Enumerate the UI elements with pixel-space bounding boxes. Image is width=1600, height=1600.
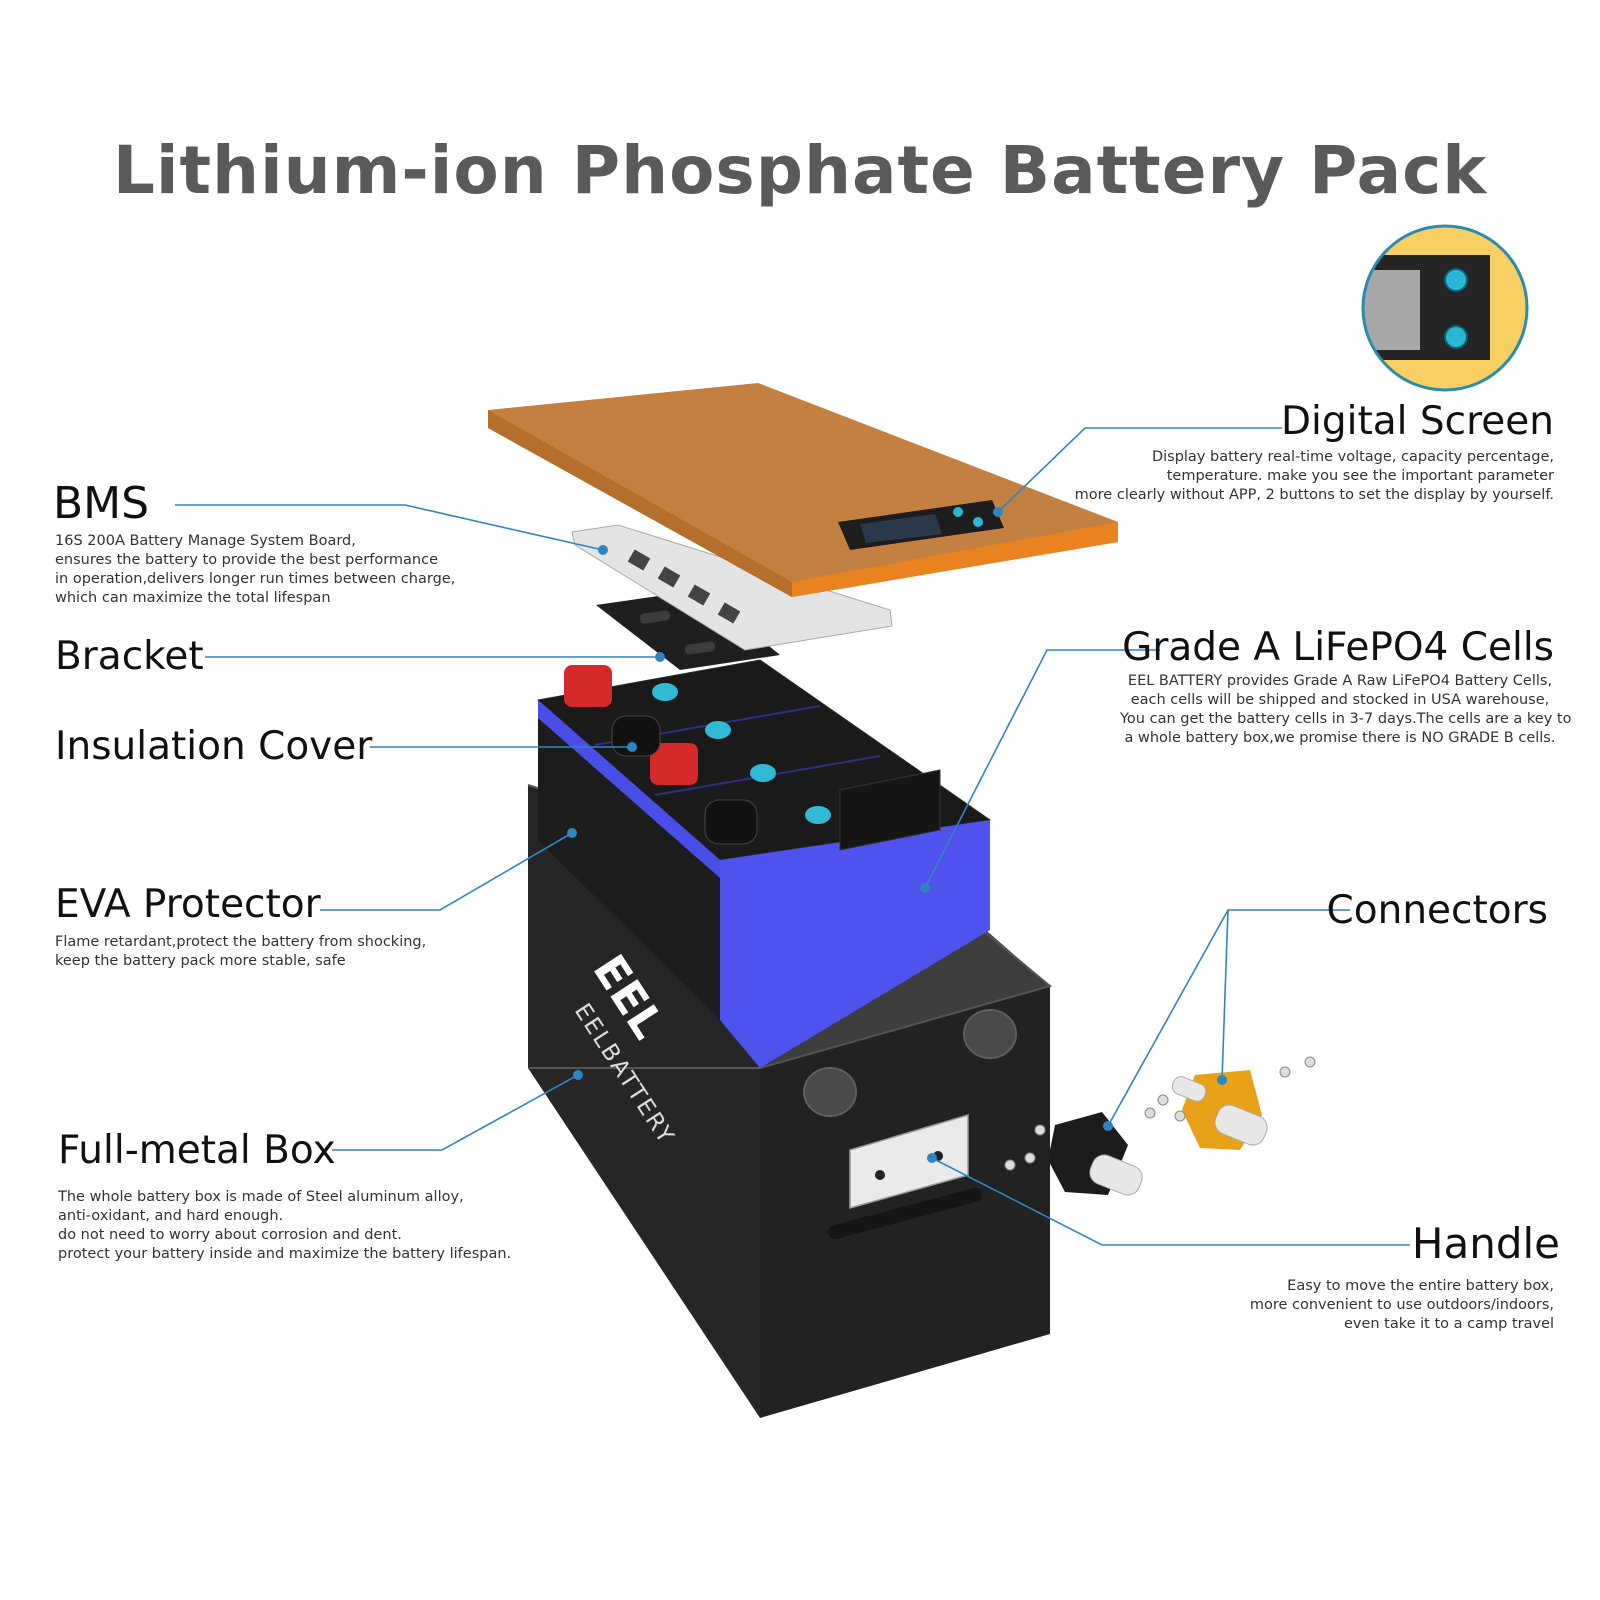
- black-terminal: [611, 715, 661, 757]
- vent-hole: [803, 1067, 857, 1117]
- red-terminal: [650, 743, 698, 785]
- bms-board: [571, 524, 893, 651]
- black-connector: [1004, 1112, 1143, 1196]
- vent-hole: [963, 1009, 1017, 1059]
- cells-leader: [924, 649, 1160, 889]
- eva-protector-heading: EVA Protector: [55, 882, 321, 927]
- digital-screen: [838, 500, 1004, 550]
- handle-description: Easy to move the entire battery box, mor…: [1249, 1278, 1554, 1332]
- connectors: [1004, 1056, 1316, 1196]
- insulation-cover-heading: Insulation Cover: [55, 724, 373, 769]
- screen-zoom-circle: [1361, 224, 1529, 392]
- callout-dots: [567, 507, 1227, 1163]
- screen-button: [1444, 268, 1468, 292]
- bracket: [596, 590, 780, 670]
- bms-heading: BMS: [53, 478, 150, 529]
- eva-protector-description: Flame retardant,protect the battery from…: [55, 934, 427, 969]
- bms-description: 16S 200A Battery Manage System Board, en…: [55, 533, 456, 606]
- cells-heading: Grade A LiFePO4 Cells: [1122, 625, 1554, 670]
- orange-connector: [1144, 1056, 1316, 1150]
- black-terminal: [704, 799, 758, 845]
- battery-cells: [536, 659, 992, 1068]
- callout-lines: [175, 427, 1410, 1246]
- bms-leader: [175, 504, 604, 551]
- metal-box-heading: Full-metal Box: [58, 1128, 336, 1173]
- handle-leader: [931, 1157, 1410, 1246]
- screen-leader: [997, 427, 1282, 513]
- bracket-heading: Bracket: [55, 634, 204, 679]
- digital-screen-description: Display battery real-time voltage, capac…: [1074, 449, 1554, 503]
- top-cover: [488, 383, 1118, 597]
- red-terminal: [564, 665, 612, 707]
- connectors-heading: Connectors: [1326, 888, 1548, 933]
- digital-screen-heading: Digital Screen: [1281, 399, 1554, 444]
- connectors-leader: [1221, 909, 1229, 1081]
- handle: [828, 1113, 982, 1239]
- screen-button: [1444, 325, 1468, 349]
- page-title: Lithium-ion Phosphate Battery Pack: [112, 132, 1488, 209]
- eva-leader: [320, 832, 573, 911]
- handle-heading: Handle: [1411, 1219, 1560, 1268]
- cells-description: EEL BATTERY provides Grade A Raw LiFePO4…: [1120, 673, 1572, 746]
- metal-box-description: The whole battery box is made of Steel a…: [58, 1189, 512, 1262]
- box-leader: [332, 1074, 579, 1151]
